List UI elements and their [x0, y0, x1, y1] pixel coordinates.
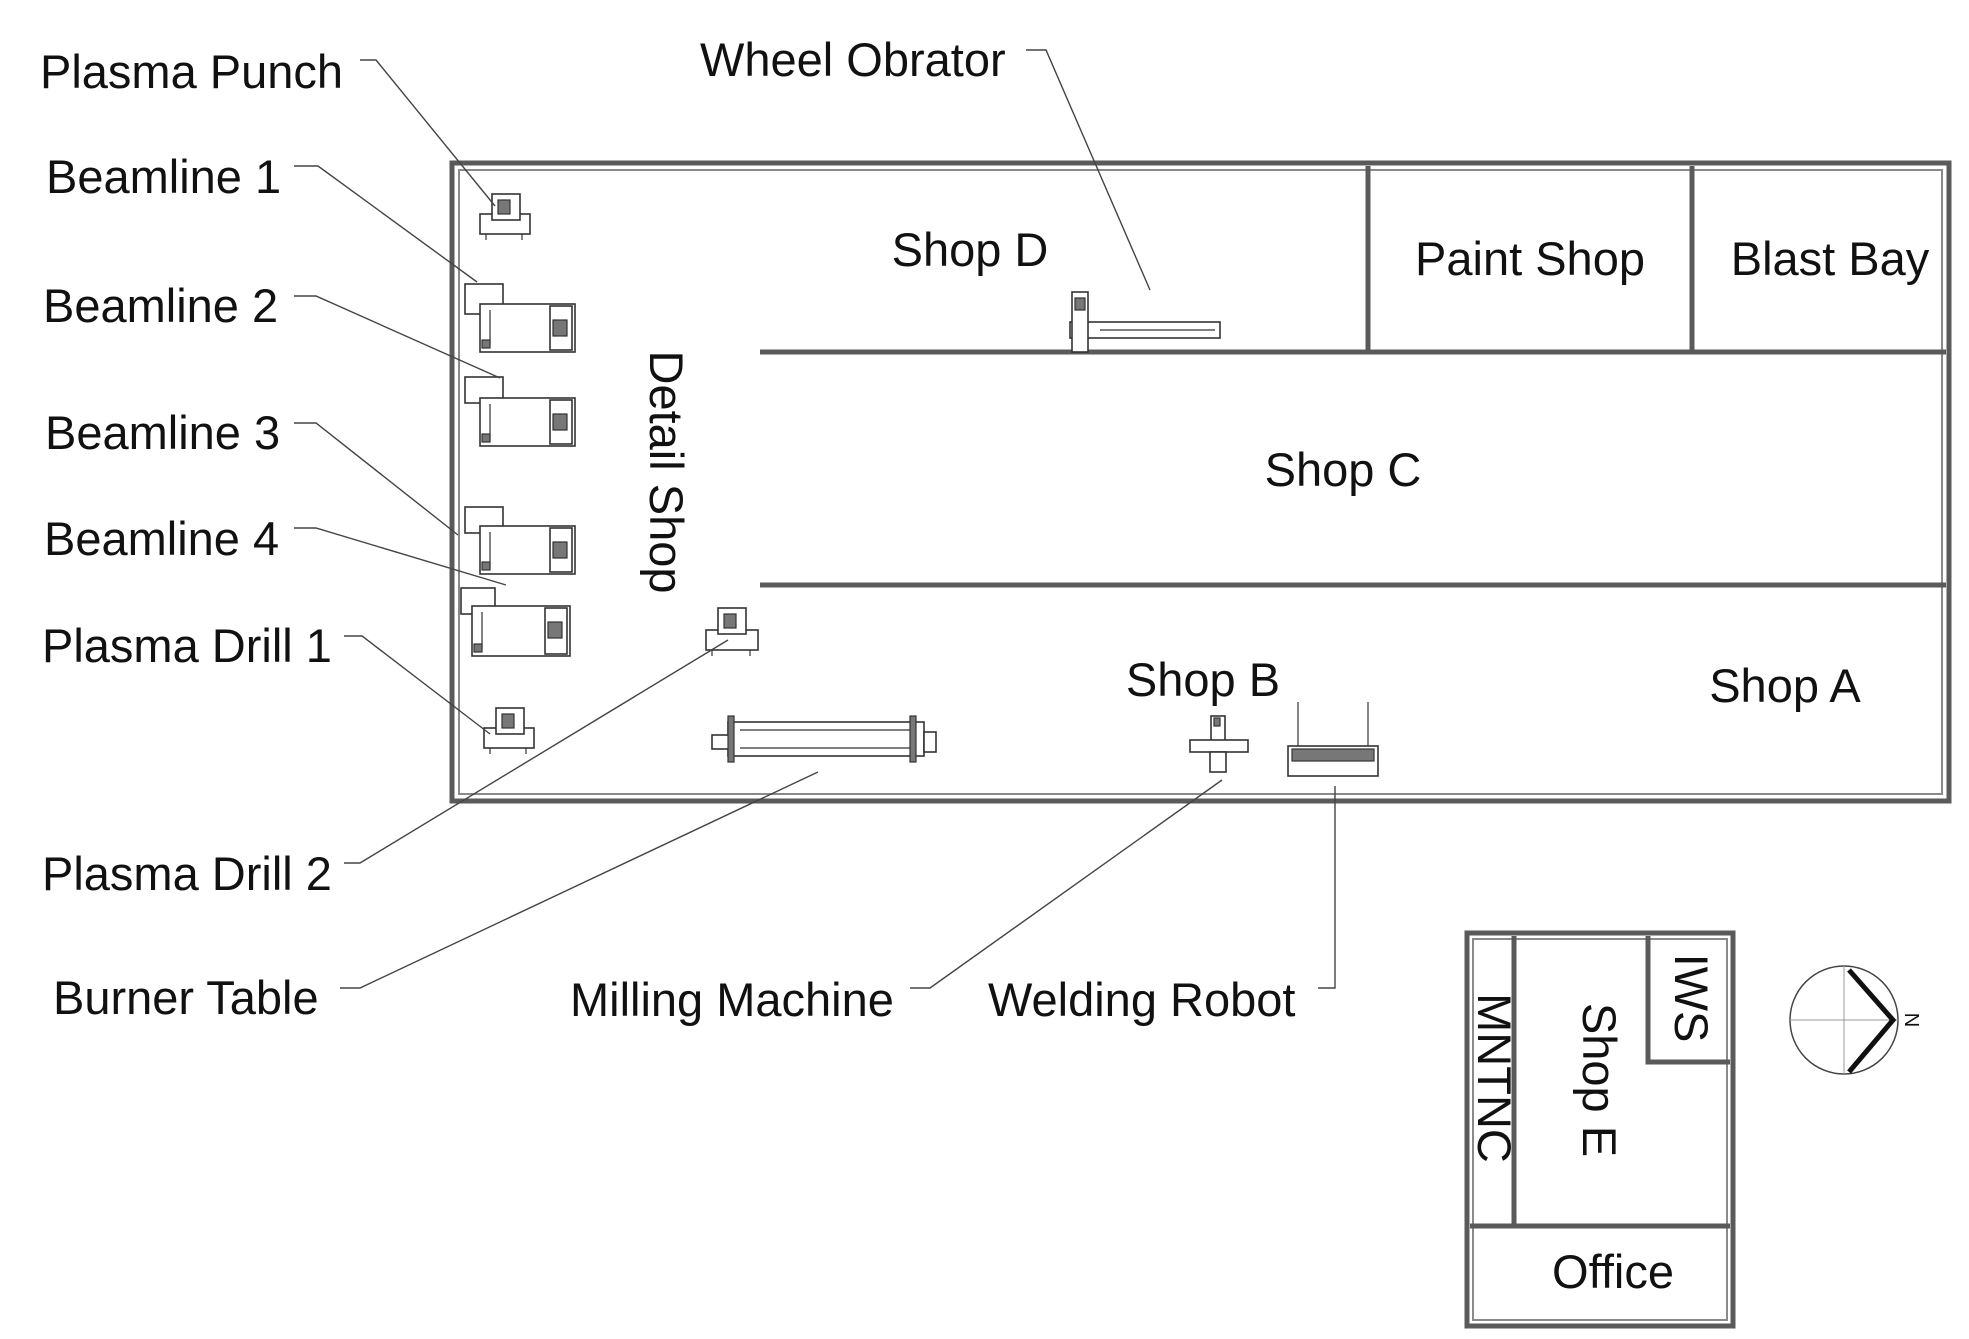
- label-plasma-drill-2: Plasma Drill 2: [42, 847, 332, 900]
- room-label-blast-bay: Blast Bay: [1731, 232, 1930, 285]
- wheel-obrator-machine: [1069, 291, 1221, 353]
- main-building-outline: [449, 160, 1952, 804]
- label-beamline-3: Beamline 3: [45, 406, 280, 459]
- label-milling-machine: Milling Machine: [570, 973, 894, 1026]
- leader-plasma-drill-1: [344, 635, 491, 735]
- main-building-inner-outline: [458, 169, 1943, 795]
- leader-plasma-punch: [360, 59, 496, 207]
- room-label-shop-a: Shop A: [1709, 659, 1861, 712]
- label-welding-robot: Welding Robot: [988, 973, 1295, 1026]
- compass-north-label: N: [1900, 1013, 1922, 1027]
- room-label-iws: IWS: [1665, 954, 1718, 1043]
- annex-building: [1464, 930, 1736, 1329]
- room-label-mntnc: MNTNC: [1468, 993, 1521, 1163]
- annex-outline: [1464, 930, 1736, 1329]
- burner-table-machine: [711, 715, 937, 763]
- plasma-drill-1-machine: [483, 707, 535, 754]
- leader-beamline-3: [294, 422, 459, 536]
- leader-burner-table: [340, 771, 819, 989]
- wall-iws: [1645, 936, 1730, 1065]
- room-label-detail-shop: Detail Shop: [640, 351, 693, 594]
- beamline-4-machine: [460, 587, 571, 657]
- beamline-1-machine: [464, 283, 576, 353]
- leader-wheel-obrator: [1026, 49, 1151, 291]
- leader-beamline-2: [294, 295, 501, 379]
- leader-lines: [294, 49, 1336, 989]
- label-wheel-obrator: Wheel Obrator: [700, 33, 1006, 86]
- beamline-2-machine: [464, 376, 576, 447]
- milling-machine-equipment: [1189, 715, 1249, 773]
- room-label-shop-e: Shop E: [1573, 1003, 1626, 1157]
- label-beamline-1: Beamline 1: [46, 150, 281, 203]
- room-label-shop-d: Shop D: [892, 223, 1049, 276]
- label-beamline-4: Beamline 4: [44, 512, 279, 565]
- compass-north-arrow: [1847, 968, 1897, 1074]
- room-label-office: Office: [1552, 1245, 1674, 1298]
- plasma-punch-machine: [479, 193, 531, 240]
- beamline-3-machine: [464, 506, 576, 575]
- leader-welding-robot: [1318, 786, 1336, 989]
- plasma-drill-2-machine: [705, 607, 759, 656]
- annex-inner-outline: [1472, 938, 1728, 1321]
- label-beamline-2: Beamline 2: [43, 279, 278, 332]
- compass-rose: N: [1789, 965, 1922, 1075]
- label-burner-table: Burner Table: [53, 971, 319, 1024]
- leader-milling-machine: [910, 779, 1223, 989]
- label-plasma-punch: Plasma Punch: [40, 45, 343, 98]
- room-label-paint-shop: Paint Shop: [1415, 232, 1645, 285]
- room-label-shop-c: Shop C: [1265, 443, 1422, 496]
- leader-beamline-1: [294, 165, 478, 283]
- leader-beamline-4: [294, 527, 507, 586]
- room-label-shop-b: Shop B: [1126, 653, 1280, 706]
- main-building: [449, 160, 1952, 804]
- label-plasma-drill-1: Plasma Drill 1: [42, 619, 332, 672]
- leader-plasma-drill-2: [344, 639, 729, 864]
- welding-robot-equipment: [1287, 702, 1379, 777]
